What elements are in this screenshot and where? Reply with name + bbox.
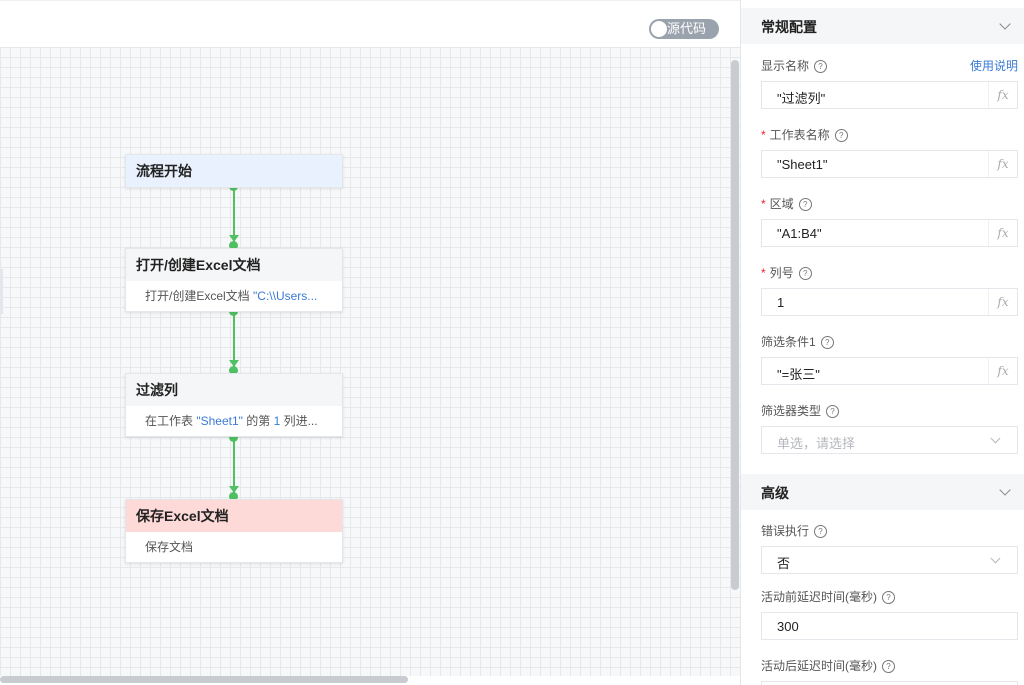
help-icon[interactable]: ? (814, 525, 828, 539)
node-description-path: "C:\\Users... (253, 289, 318, 303)
canvas-vertical-scrollbar[interactable] (731, 60, 739, 590)
fx-icon[interactable]: fx (988, 220, 1017, 246)
help-icon[interactable]: ? (798, 267, 812, 281)
field-label-text: 筛选器类型 (761, 404, 822, 418)
flow-node-filter-column[interactable]: 过滤列 在工作表 "Sheet1" 的第 1 列进... (125, 373, 343, 437)
field-label-text: 错误执行 (761, 524, 810, 538)
filter-condition-label: 筛选条件1? (761, 333, 834, 350)
node-description: 保存文档 (145, 540, 194, 554)
field-label-text: 列号 (769, 266, 794, 280)
canvas-horizontal-scrollbar[interactable] (0, 676, 408, 683)
delay-after-input[interactable] (761, 681, 1018, 685)
filter-type-label: 筛选器类型? (761, 402, 840, 419)
connector-dot (229, 492, 238, 501)
field-label-text: 工作表名称 (769, 128, 830, 142)
chevron-down-icon (990, 553, 1001, 564)
node-description: 在工作表 "Sheet1" 的第 1 列进... (126, 406, 342, 436)
chevron-down-icon (999, 18, 1011, 30)
column-number-label: *列号? (761, 264, 812, 281)
display-name-input[interactable]: "过滤列" fx (761, 81, 1018, 109)
sheet-name-input[interactable]: "Sheet1" fx (761, 150, 1018, 178)
connector-arrow (229, 486, 239, 493)
node-description-sheet: "Sheet1" (196, 414, 243, 428)
filter-condition-input[interactable]: "=张三" fx (761, 357, 1018, 385)
input-value: "=张三" (777, 367, 820, 382)
select-placeholder: 单选，请选择 (777, 436, 856, 451)
select-value: 否 (777, 556, 791, 571)
help-icon[interactable]: ? (826, 405, 840, 419)
left-panel-handle[interactable] (0, 269, 3, 314)
flow-node-save-excel[interactable]: 保存Excel文档 保存文档 (125, 499, 343, 563)
toggle-knob (651, 21, 667, 37)
input-value: 1 (777, 295, 785, 310)
flow-node-start[interactable]: 流程开始 (125, 154, 343, 188)
advanced-header[interactable]: 高级 (741, 474, 1024, 510)
source-code-toggle[interactable]: 源代码 (649, 19, 719, 39)
node-description-text: 列进... (280, 414, 318, 428)
fx-icon[interactable]: fx (988, 289, 1017, 315)
node-description-text: 的第 (242, 414, 274, 428)
column-number-input[interactable]: 1 fx (761, 288, 1018, 316)
fx-icon[interactable]: fx (988, 151, 1017, 177)
usage-guide-link[interactable]: 使用说明 (969, 59, 1018, 73)
node-description-text: 在工作表 (145, 414, 197, 428)
sheet-name-label: *工作表名称? (761, 126, 848, 143)
general-config-header[interactable]: 常规配置 (741, 8, 1024, 44)
connector-dot (229, 433, 238, 442)
help-icon[interactable]: ? (834, 129, 848, 143)
connector-line (233, 312, 235, 367)
help-icon[interactable]: ? (882, 660, 895, 674)
properties-panel: 常规配置 显示名称? 使用说明 "过滤列" fx *工作表名称? "Sheet1… (740, 0, 1024, 685)
connector-line (233, 438, 235, 493)
input-value: 300 (777, 619, 799, 634)
help-icon[interactable]: ? (814, 60, 828, 74)
field-label-text: 显示名称 (761, 59, 810, 73)
input-value: "Sheet1" (777, 157, 828, 172)
node-title: 过滤列 (126, 374, 342, 406)
node-description-text: 打开/创建Excel文档 (145, 289, 254, 303)
flow-node-open-excel[interactable]: 打开/创建Excel文档 打开/创建Excel文档 "C:\\Users... (125, 248, 343, 312)
fx-icon[interactable]: fx (988, 82, 1017, 108)
chevron-down-icon (990, 433, 1001, 444)
canvas-toolbar: 源代码 (0, 0, 740, 47)
connector-arrow (229, 235, 239, 242)
range-input[interactable]: "A1:B4" fx (761, 219, 1018, 247)
flow-canvas[interactable]: 流程开始 打开/创建Excel文档 打开/创建Excel文档 "C:\\User… (0, 47, 740, 676)
input-value: "A1:B4" (777, 226, 822, 241)
filter-type-select[interactable]: 单选，请选择 (761, 426, 1018, 454)
required-mark: * (761, 197, 766, 211)
node-title: 流程开始 (126, 155, 342, 187)
help-icon[interactable]: ? (820, 336, 834, 350)
node-title: 打开/创建Excel文档 (126, 249, 342, 281)
help-icon[interactable]: ? (798, 198, 812, 212)
display-name-label: 显示名称? (761, 57, 828, 74)
source-code-toggle-label: 源代码 (667, 21, 707, 36)
required-mark: * (761, 266, 766, 280)
node-description-column: 1 (273, 414, 281, 428)
delay-before-input[interactable]: 300 (761, 612, 1018, 640)
error-exec-label: 错误执行? (761, 522, 828, 539)
connector-dot (229, 366, 238, 375)
range-label: *区域? (761, 195, 812, 212)
error-exec-select[interactable]: 否 (761, 546, 1018, 574)
field-label-text: 活动前延迟时间(毫秒) (761, 590, 877, 604)
field-label-text: 筛选条件1 (761, 335, 816, 349)
node-title: 保存Excel文档 (126, 500, 342, 532)
connector-line (233, 187, 235, 242)
delay-before-label: 活动前延迟时间(毫秒)? (761, 588, 895, 605)
field-label-text: 区域 (769, 197, 794, 211)
general-config-title: 常规配置 (761, 19, 817, 35)
chevron-down-icon (999, 484, 1011, 496)
node-description: 打开/创建Excel文档 "C:\\Users... (126, 281, 342, 311)
help-icon[interactable]: ? (882, 591, 895, 605)
delay-after-label: 活动后延迟时间(毫秒)? (761, 657, 895, 674)
fx-icon[interactable]: fx (988, 358, 1017, 384)
connector-dot (229, 241, 238, 250)
input-value: "过滤列" (777, 91, 826, 106)
advanced-title: 高级 (761, 485, 789, 501)
field-label-text: 活动后延迟时间(毫秒) (761, 659, 877, 673)
connector-arrow (229, 360, 239, 367)
required-mark: * (761, 128, 766, 142)
